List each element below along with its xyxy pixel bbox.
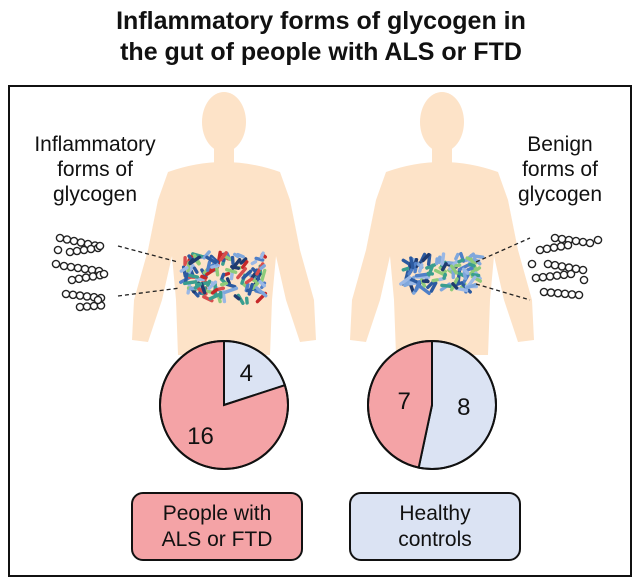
pie-label-16: 16 (187, 423, 214, 451)
left-pointer-lines (117, 245, 181, 297)
left-glycogen-chain-icon (51, 233, 109, 312)
pie-chart-controls (367, 339, 497, 470)
right-gut-bacteria-icon (399, 251, 485, 295)
inflammatory-label-line-3: glycogen (52, 183, 138, 206)
right-glycogen-chain-icon (527, 233, 603, 300)
pie-chart-als (159, 339, 289, 470)
pie-label-4: 4 (239, 360, 254, 388)
controls-group-box: Healthy controls (349, 492, 521, 561)
title-line-2: the gut of people with ALS or FTD (120, 38, 522, 66)
als-box-line-2: ALS or FTD (161, 528, 273, 551)
inflammatory-glycogen-label: Inflammatory forms of glycogen (20, 132, 170, 207)
figure-title: Inflammatory forms of glycogen in the gu… (0, 6, 642, 68)
right-pointer-lines (475, 237, 531, 301)
benign-label-line-1: Benign (527, 133, 593, 156)
als-group-box: People with ALS or FTD (131, 492, 303, 561)
benign-label-line-2: forms of (522, 158, 598, 181)
left-gut-bacteria-icon (179, 250, 268, 305)
pie-outline (367, 340, 497, 470)
controls-box-line-2: controls (398, 528, 472, 551)
benign-label-line-3: glycogen (517, 183, 603, 206)
controls-box-line-1: Healthy (399, 502, 471, 525)
pie-label-8: 8 (457, 394, 471, 422)
benign-glycogen-label: Benign forms of glycogen (500, 132, 620, 207)
inflammatory-label-line-1: Inflammatory (34, 133, 156, 156)
pie-label-7: 7 (397, 388, 411, 416)
inflammatory-label-line-2: forms of (57, 158, 133, 181)
pie-outline (159, 340, 289, 470)
als-box-line-1: People with (162, 502, 272, 525)
figure-frame (8, 85, 632, 577)
title-line-1: Inflammatory forms of glycogen in (116, 7, 526, 35)
